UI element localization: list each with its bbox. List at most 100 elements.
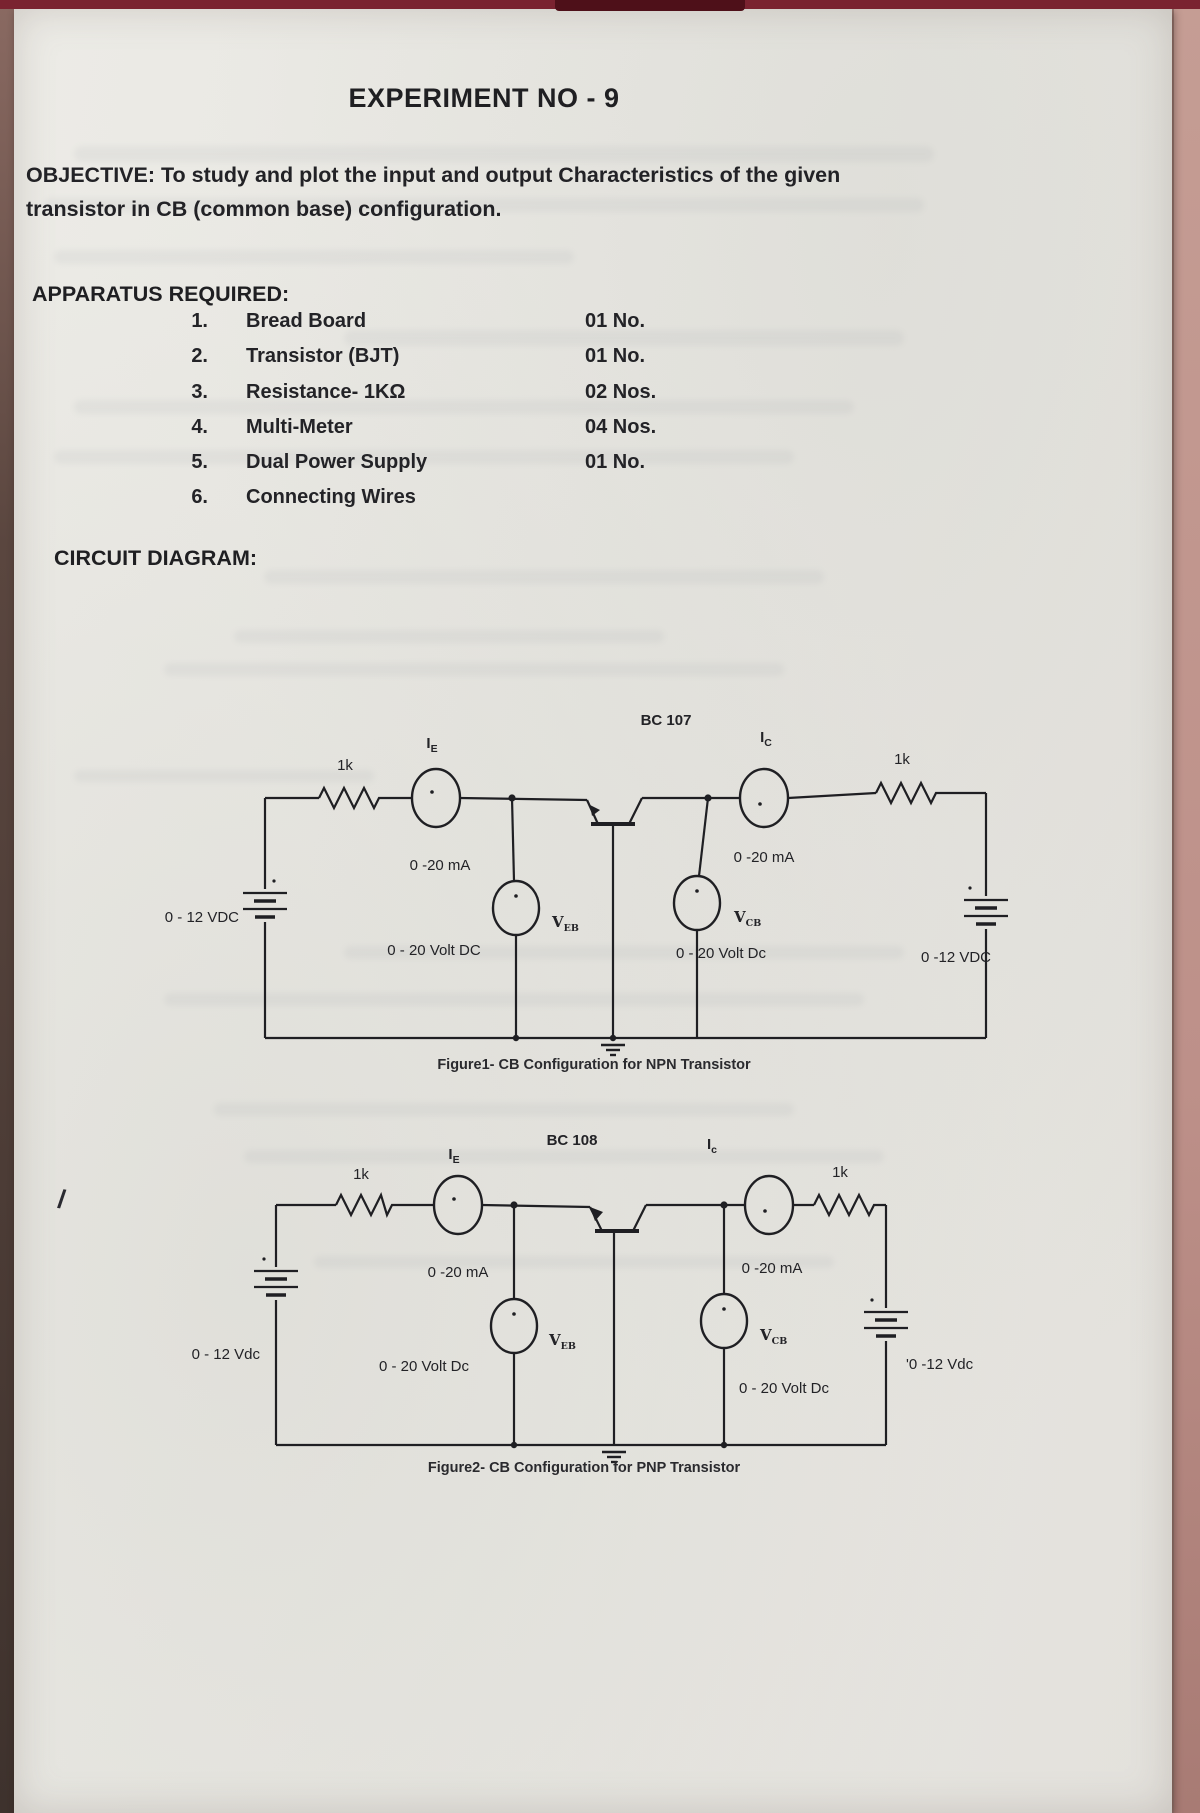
veb-label: VEB — [551, 913, 579, 934]
item-name: Bread Board — [246, 310, 367, 332]
item-qty: 01 No. — [585, 451, 646, 473]
battery-right — [864, 1298, 908, 1338]
junction-node — [704, 794, 712, 802]
bleed-through-artifact — [234, 630, 664, 643]
supply-right-label: 0 -12 VDC — [921, 949, 991, 966]
ammeter-ic — [743, 1174, 795, 1236]
apparatus-row: 3. Resistance- 1KΩ 02 Nos. — [14, 381, 774, 416]
voltmeter-veb — [489, 1297, 539, 1355]
ground-symbol — [601, 1043, 625, 1057]
resistor-left-label: 1k — [337, 757, 353, 774]
item-name: Resistance- 1KΩ — [246, 381, 406, 403]
item-number: 4. — [191, 416, 208, 438]
objective-text: OBJECTIVE: To study and plot the input a… — [26, 163, 841, 222]
ground-symbol — [602, 1450, 626, 1464]
veb-label: VEB — [548, 1331, 576, 1352]
photo-right-edge — [1174, 0, 1200, 1813]
resistor-right — [875, 780, 986, 806]
bleed-through-artifact — [214, 1103, 794, 1116]
battery-right — [964, 886, 1008, 926]
battery-left — [243, 879, 287, 919]
ammeter-ie — [432, 1174, 484, 1236]
item-qty: 01 No. — [585, 345, 646, 367]
voltmeter-right-range: 0 - 20 Volt Dc — [739, 1380, 830, 1397]
resistor-right-label: 1k — [894, 751, 910, 768]
junction-node — [720, 1201, 728, 1209]
circuit-diagram-heading: CIRCUIT DIAGRAM: — [54, 546, 258, 570]
bleed-through-artifact — [344, 946, 904, 959]
ammeter-ic — [738, 767, 790, 829]
meter-needle-dot — [430, 790, 434, 794]
handwritten-slash-mark: / — [56, 1183, 68, 1215]
item-number: 2. — [191, 345, 208, 367]
meter-needle-dot — [763, 1209, 767, 1213]
apparatus-list: 1. Bread Board 01 No. 2. Transistor (BJT… — [14, 310, 774, 530]
item-name: Dual Power Supply — [246, 451, 428, 473]
bleed-through-artifact — [74, 146, 934, 162]
apparatus-row: 6. Connecting Wires — [14, 486, 774, 521]
resistor-left — [335, 1192, 434, 1218]
supply-right-label: '0 -12 Vdc — [906, 1356, 974, 1373]
voltmeter-left-range: 0 - 20 Volt DC — [387, 942, 481, 959]
vcb-label: VCB — [733, 908, 761, 929]
junction-node — [510, 1441, 518, 1449]
meter-needle-dot — [512, 1312, 516, 1316]
junction-node — [510, 1201, 518, 1209]
ammeter-ie — [410, 767, 462, 829]
bleed-through-artifact — [264, 570, 824, 584]
voltmeter-vcb — [672, 874, 722, 932]
figure2-wires — [274, 1192, 888, 1447]
item-qty: 01 No. — [585, 310, 646, 332]
ic-label: IC — [760, 729, 772, 749]
voltmeter-right-range: 0 - 20 Volt Dc — [676, 945, 767, 962]
document-page: EXPERIMENT NO - 9 OBJECTIVE: To study an… — [14, 8, 1172, 1813]
photo-left-edge — [0, 0, 16, 1813]
bleed-through-artifact — [54, 250, 574, 264]
figure1-caption: Figure1- CB Configuration for NPN Transi… — [437, 1057, 751, 1073]
bleed-through-artifact — [164, 993, 864, 1006]
junction-node — [720, 1441, 728, 1449]
vcb-label: VCB — [759, 1326, 787, 1347]
bleed-through-artifact — [344, 330, 904, 346]
figure1-wires — [263, 780, 988, 1040]
meter-needle-dot — [722, 1307, 726, 1311]
voltmeter-left-range: 0 - 20 Volt Dc — [379, 1358, 470, 1375]
item-number: 5. — [191, 451, 208, 473]
transistor-type-label: BC 108 — [547, 1132, 598, 1149]
resistor-left — [318, 785, 412, 811]
ic-label: Ic — [707, 1136, 717, 1156]
ammeter-left-range: 0 -20 mA — [428, 1264, 489, 1281]
item-qty: 04 Nos. — [585, 416, 657, 438]
transistor-collector-lead — [628, 797, 643, 825]
resistor-right-label: 1k — [832, 1164, 848, 1181]
bleed-through-artifact — [164, 663, 784, 676]
page-title: EXPERIMENT NO - 9 — [348, 83, 620, 113]
supply-left-label: 0 - 12 Vdc — [192, 1346, 261, 1363]
figure1-circuit-npn: BC 107 IE IC 1k 1k 0 -20 mA 0 -20 mA VEB… — [165, 712, 1008, 1057]
resistor-right — [813, 1192, 886, 1218]
voltmeter-vcb — [699, 1292, 749, 1350]
ammeter-right-range: 0 -20 mA — [734, 849, 795, 866]
battery-left — [254, 1257, 298, 1297]
apparatus-row: 5. Dual Power Supply 01 No. — [14, 451, 774, 486]
item-number: 6. — [191, 486, 208, 508]
ammeter-right-range: 0 -20 mA — [742, 1260, 803, 1277]
junction-node — [609, 1034, 617, 1042]
apparatus-row: 1. Bread Board 01 No. — [14, 310, 774, 345]
item-name: Multi-Meter — [246, 416, 353, 438]
ie-label: IE — [448, 1146, 459, 1166]
bleed-through-artifact — [244, 1150, 884, 1163]
meter-needle-dot — [695, 889, 699, 893]
apparatus-row: 4. Multi-Meter 04 Nos. — [14, 416, 774, 451]
bleed-through-artifact — [54, 450, 794, 464]
apparatus-heading: APPARATUS REQUIRED: — [32, 282, 290, 306]
photo-top-dark-object — [555, 0, 745, 11]
bleed-through-artifact — [44, 198, 924, 212]
voltmeter-veb — [491, 879, 541, 937]
bleed-through-artifact — [74, 770, 374, 782]
transistor-emitter-arrow — [590, 1207, 603, 1221]
item-number: 3. — [191, 381, 208, 403]
junction-node — [512, 1034, 520, 1042]
apparatus-row: 2. Transistor (BJT) 01 No. — [14, 345, 774, 380]
